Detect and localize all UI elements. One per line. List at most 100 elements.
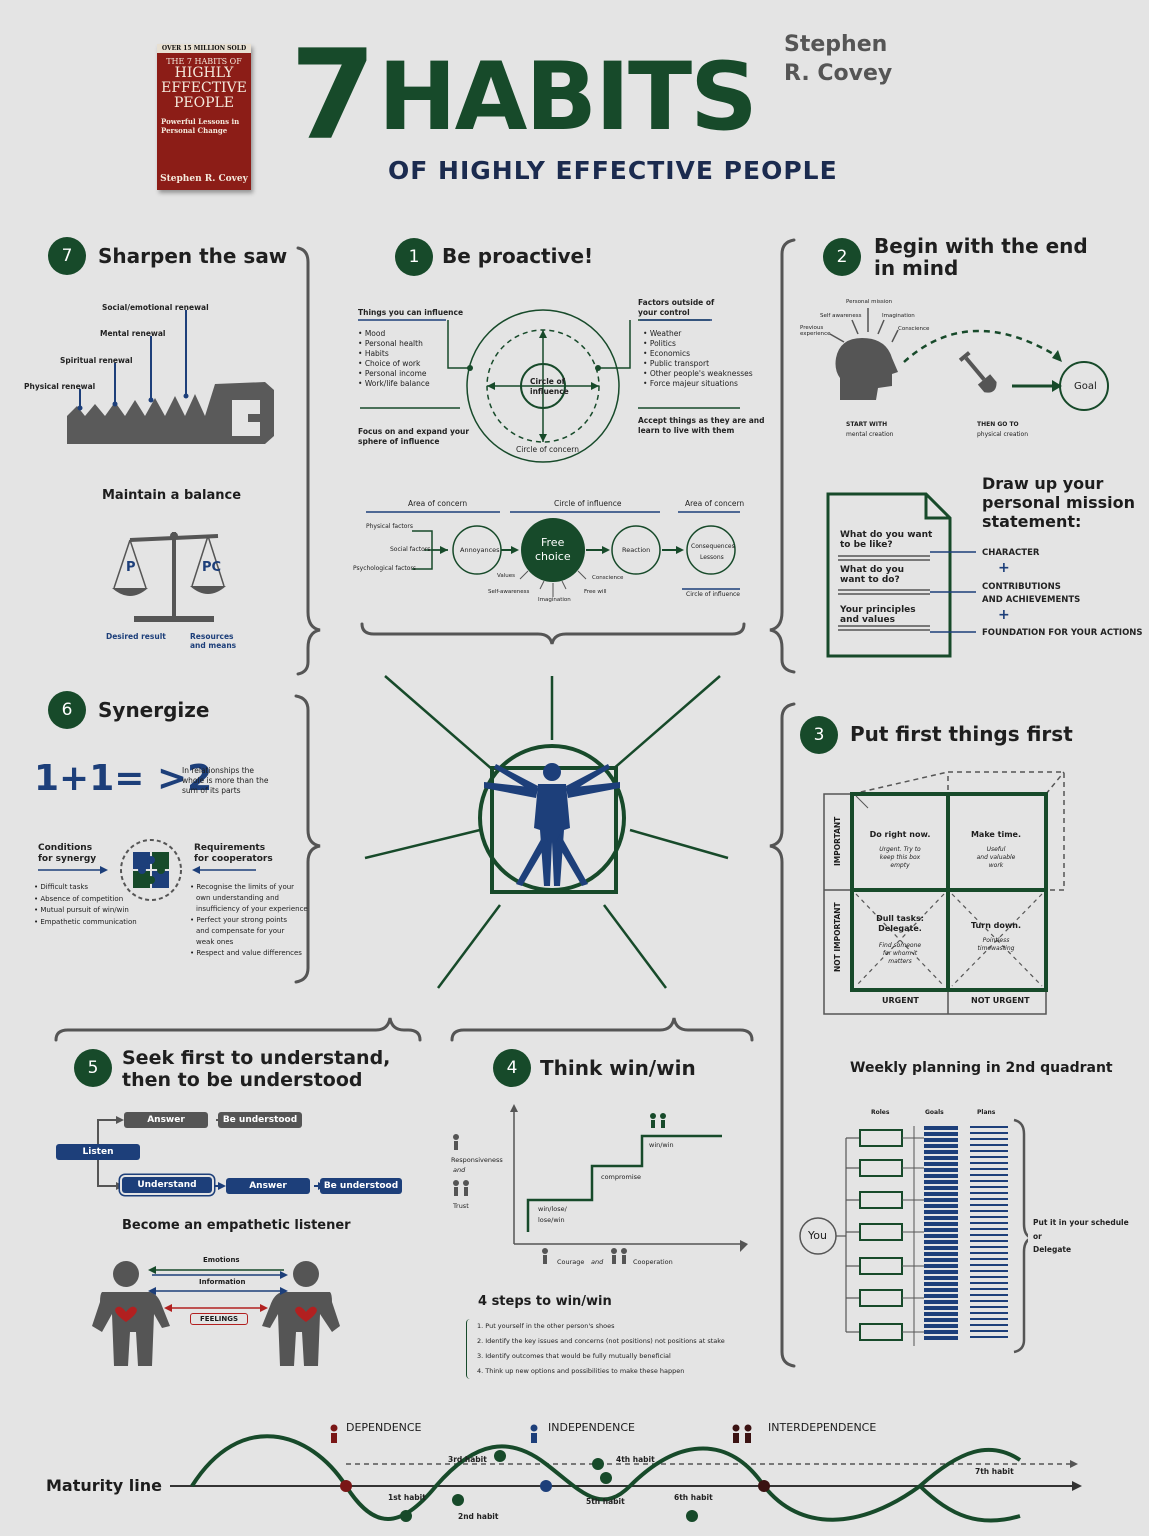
area-right-label: Area of concern [685, 499, 745, 508]
goal-stripe [924, 1282, 958, 1286]
step-compromise: compromise [601, 1173, 642, 1181]
goal-stripe [924, 1312, 958, 1316]
plan-stripe [970, 1240, 1008, 1242]
dashed-arrow [903, 329, 1061, 363]
book-subtitle: Powerful Lessons in Personal Change [161, 117, 240, 135]
control-note-2: learn to live with them [638, 426, 735, 435]
steps-line [526, 1134, 722, 1232]
stage-interdependence: INTERDEPENDENCE [768, 1421, 877, 1434]
feelings-label: FEELINGS [190, 1313, 249, 1325]
plan-stripe [970, 1186, 1008, 1188]
ray [436, 904, 502, 989]
y-label-1: Responsiveness [451, 1156, 503, 1164]
plan-stripe [970, 1156, 1008, 1158]
heart-icon [115, 1306, 137, 1322]
plan-stripe [970, 1330, 1008, 1332]
label-not-urgent: NOT URGENT [971, 996, 1030, 1005]
plan-stripe [970, 1246, 1008, 1248]
pan-pc: PC [202, 560, 222, 575]
puzzle-icon [133, 852, 169, 888]
goal-stripe [924, 1192, 958, 1196]
goal-stripe [924, 1246, 958, 1250]
circle-influence-bottom-label: Circle of influence [686, 591, 740, 598]
circle-of-concern-diagram [358, 309, 740, 463]
plan-stripe [970, 1288, 1008, 1290]
head-icon [835, 338, 898, 400]
author-last: R. Covey [784, 61, 893, 86]
step-win-win: win/win [649, 1141, 674, 1149]
head-label-conscience: Conscience [898, 326, 930, 332]
plan-stripe [970, 1144, 1008, 1146]
y-label-2: Trust [453, 1202, 469, 1210]
goal-stripe [924, 1138, 958, 1142]
habit6-title: Synergize [98, 698, 210, 722]
list-item: Public transport [643, 359, 753, 369]
desired-result-label: Desired result [106, 632, 166, 641]
habit5-number: 5 [74, 1049, 112, 1087]
list-item: Difficult tasks [34, 882, 137, 894]
habit7-number: 7 [48, 237, 86, 275]
goal-stripe [924, 1252, 958, 1256]
conditions-title-1: Conditions [38, 843, 93, 853]
saw-diagram [67, 310, 274, 444]
book-author: Stephen R. Covey [160, 174, 248, 184]
goal-stripe [924, 1300, 958, 1304]
plan-stripe [970, 1210, 1008, 1212]
ray [364, 828, 481, 860]
goal-stripe [924, 1270, 958, 1274]
book-banner: OVER 15 MILLION SOLD [157, 44, 251, 53]
plan-stripe [970, 1258, 1008, 1260]
then-go-to-2: physical creation [977, 431, 1028, 438]
renewal-mental: Mental renewal [100, 329, 166, 338]
answer-button: Answer [226, 1178, 310, 1194]
list-item: Empathetic communication [34, 917, 136, 929]
listen-button: Listen [56, 1144, 140, 1160]
list-item: • Respect and value differences [190, 949, 302, 957]
goal-stripe [924, 1234, 958, 1238]
book-title-line-4: PEOPLE [173, 95, 235, 111]
requirements-list: • Recognise the limits of your own under… [190, 882, 308, 959]
list-item: Habits [358, 349, 430, 359]
col-roles: Roles [871, 1109, 890, 1116]
balance-title: Maintain a balance [102, 488, 242, 503]
q2-title: Make time. [970, 830, 1022, 839]
habit5-title-2: then to be understood [122, 1069, 363, 1091]
habit3-title: Put first things first [850, 722, 1073, 746]
put-in-schedule: Put it in your schedule [1033, 1218, 1129, 1227]
emotions-label: Emotions [203, 1256, 240, 1264]
plan-stripe [970, 1222, 1008, 1224]
win-win-steps-chart [453, 1104, 748, 1264]
book-title-line-3: EFFECTIVE [161, 80, 247, 96]
list-item: own understanding and [196, 894, 279, 902]
book-title-line-2: HIGHLY [174, 65, 234, 81]
factor-social: Social factors [390, 546, 431, 553]
person-icon [650, 1113, 666, 1128]
understand-button: Understand [122, 1177, 212, 1193]
ray [602, 904, 668, 989]
trait-conscience: Conscience [592, 575, 624, 581]
plan-stripe [970, 1132, 1008, 1134]
bracket-habit5 [54, 1017, 422, 1042]
list-item: Other people's weaknesses [643, 369, 753, 379]
plan-stripe [970, 1162, 1008, 1164]
habit2-title-2: in mind [874, 256, 959, 280]
head-label-self: Self awareness [820, 313, 862, 319]
ray [611, 675, 721, 771]
start-with-2: mental creation [846, 431, 894, 438]
step-win-lose: win/lose/ [538, 1205, 567, 1213]
list-item: • Perfect your strong points [190, 916, 288, 924]
requirements-title-1: Requirements [194, 843, 266, 853]
list-item: Absence of competition [34, 894, 137, 906]
habit6-number: 6 [48, 691, 86, 729]
habit-3rd: 3rd habit [448, 1455, 487, 1464]
trait-self-awareness: Self-awareness [488, 589, 530, 595]
bracket-habit6 [294, 694, 321, 984]
maturity-label: Maturity line [46, 1476, 162, 1495]
plan-stripe [970, 1294, 1008, 1296]
list-item: 3. Identify outcomes that would be fully… [477, 1352, 671, 1360]
bracket-habit2 [769, 238, 796, 674]
plan-stripe [970, 1252, 1008, 1254]
be-understood-button: Be understood [320, 1178, 402, 1194]
habit-6th: 6th habit [674, 1493, 713, 1502]
circle-mid-label: Circle of influence [554, 499, 622, 508]
